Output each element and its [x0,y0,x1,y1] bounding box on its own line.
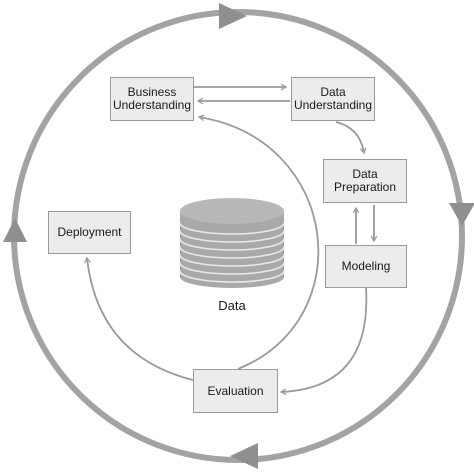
arrow-modeling-to-evaluation [279,287,368,396]
node-data-preparation-label: Data Preparation [333,167,397,194]
node-deployment-label: Deployment [57,225,122,239]
node-data-understanding: Data Understanding [291,77,375,121]
cycle-arrow-right-icon [449,203,474,226]
node-business-understanding-label: Business Understanding [112,85,192,112]
node-evaluation-label: Evaluation [207,383,264,398]
cycle-arrow-top-icon [219,3,247,29]
node-modeling-label: Modeling [341,259,391,273]
node-business-understanding: Business Understanding [110,77,194,121]
node-evaluation: Evaluation [193,369,278,413]
arrow-data-understanding-to-preparation [335,121,367,155]
node-deployment: Deployment [48,211,131,254]
node-data-preparation: Data Preparation [323,159,407,203]
cycle-arrow-left-icon [3,218,27,242]
arrow-evaluation-to-business [197,114,320,370]
center-data-label: Data [218,298,246,313]
arrow-evaluation-to-deployment [84,256,194,381]
data-cylinder-icon [179,198,285,288]
cycle-arrow-bottom-icon [230,443,258,469]
node-data-understanding-label: Data Understanding [293,85,373,112]
node-modeling: Modeling [325,245,407,288]
